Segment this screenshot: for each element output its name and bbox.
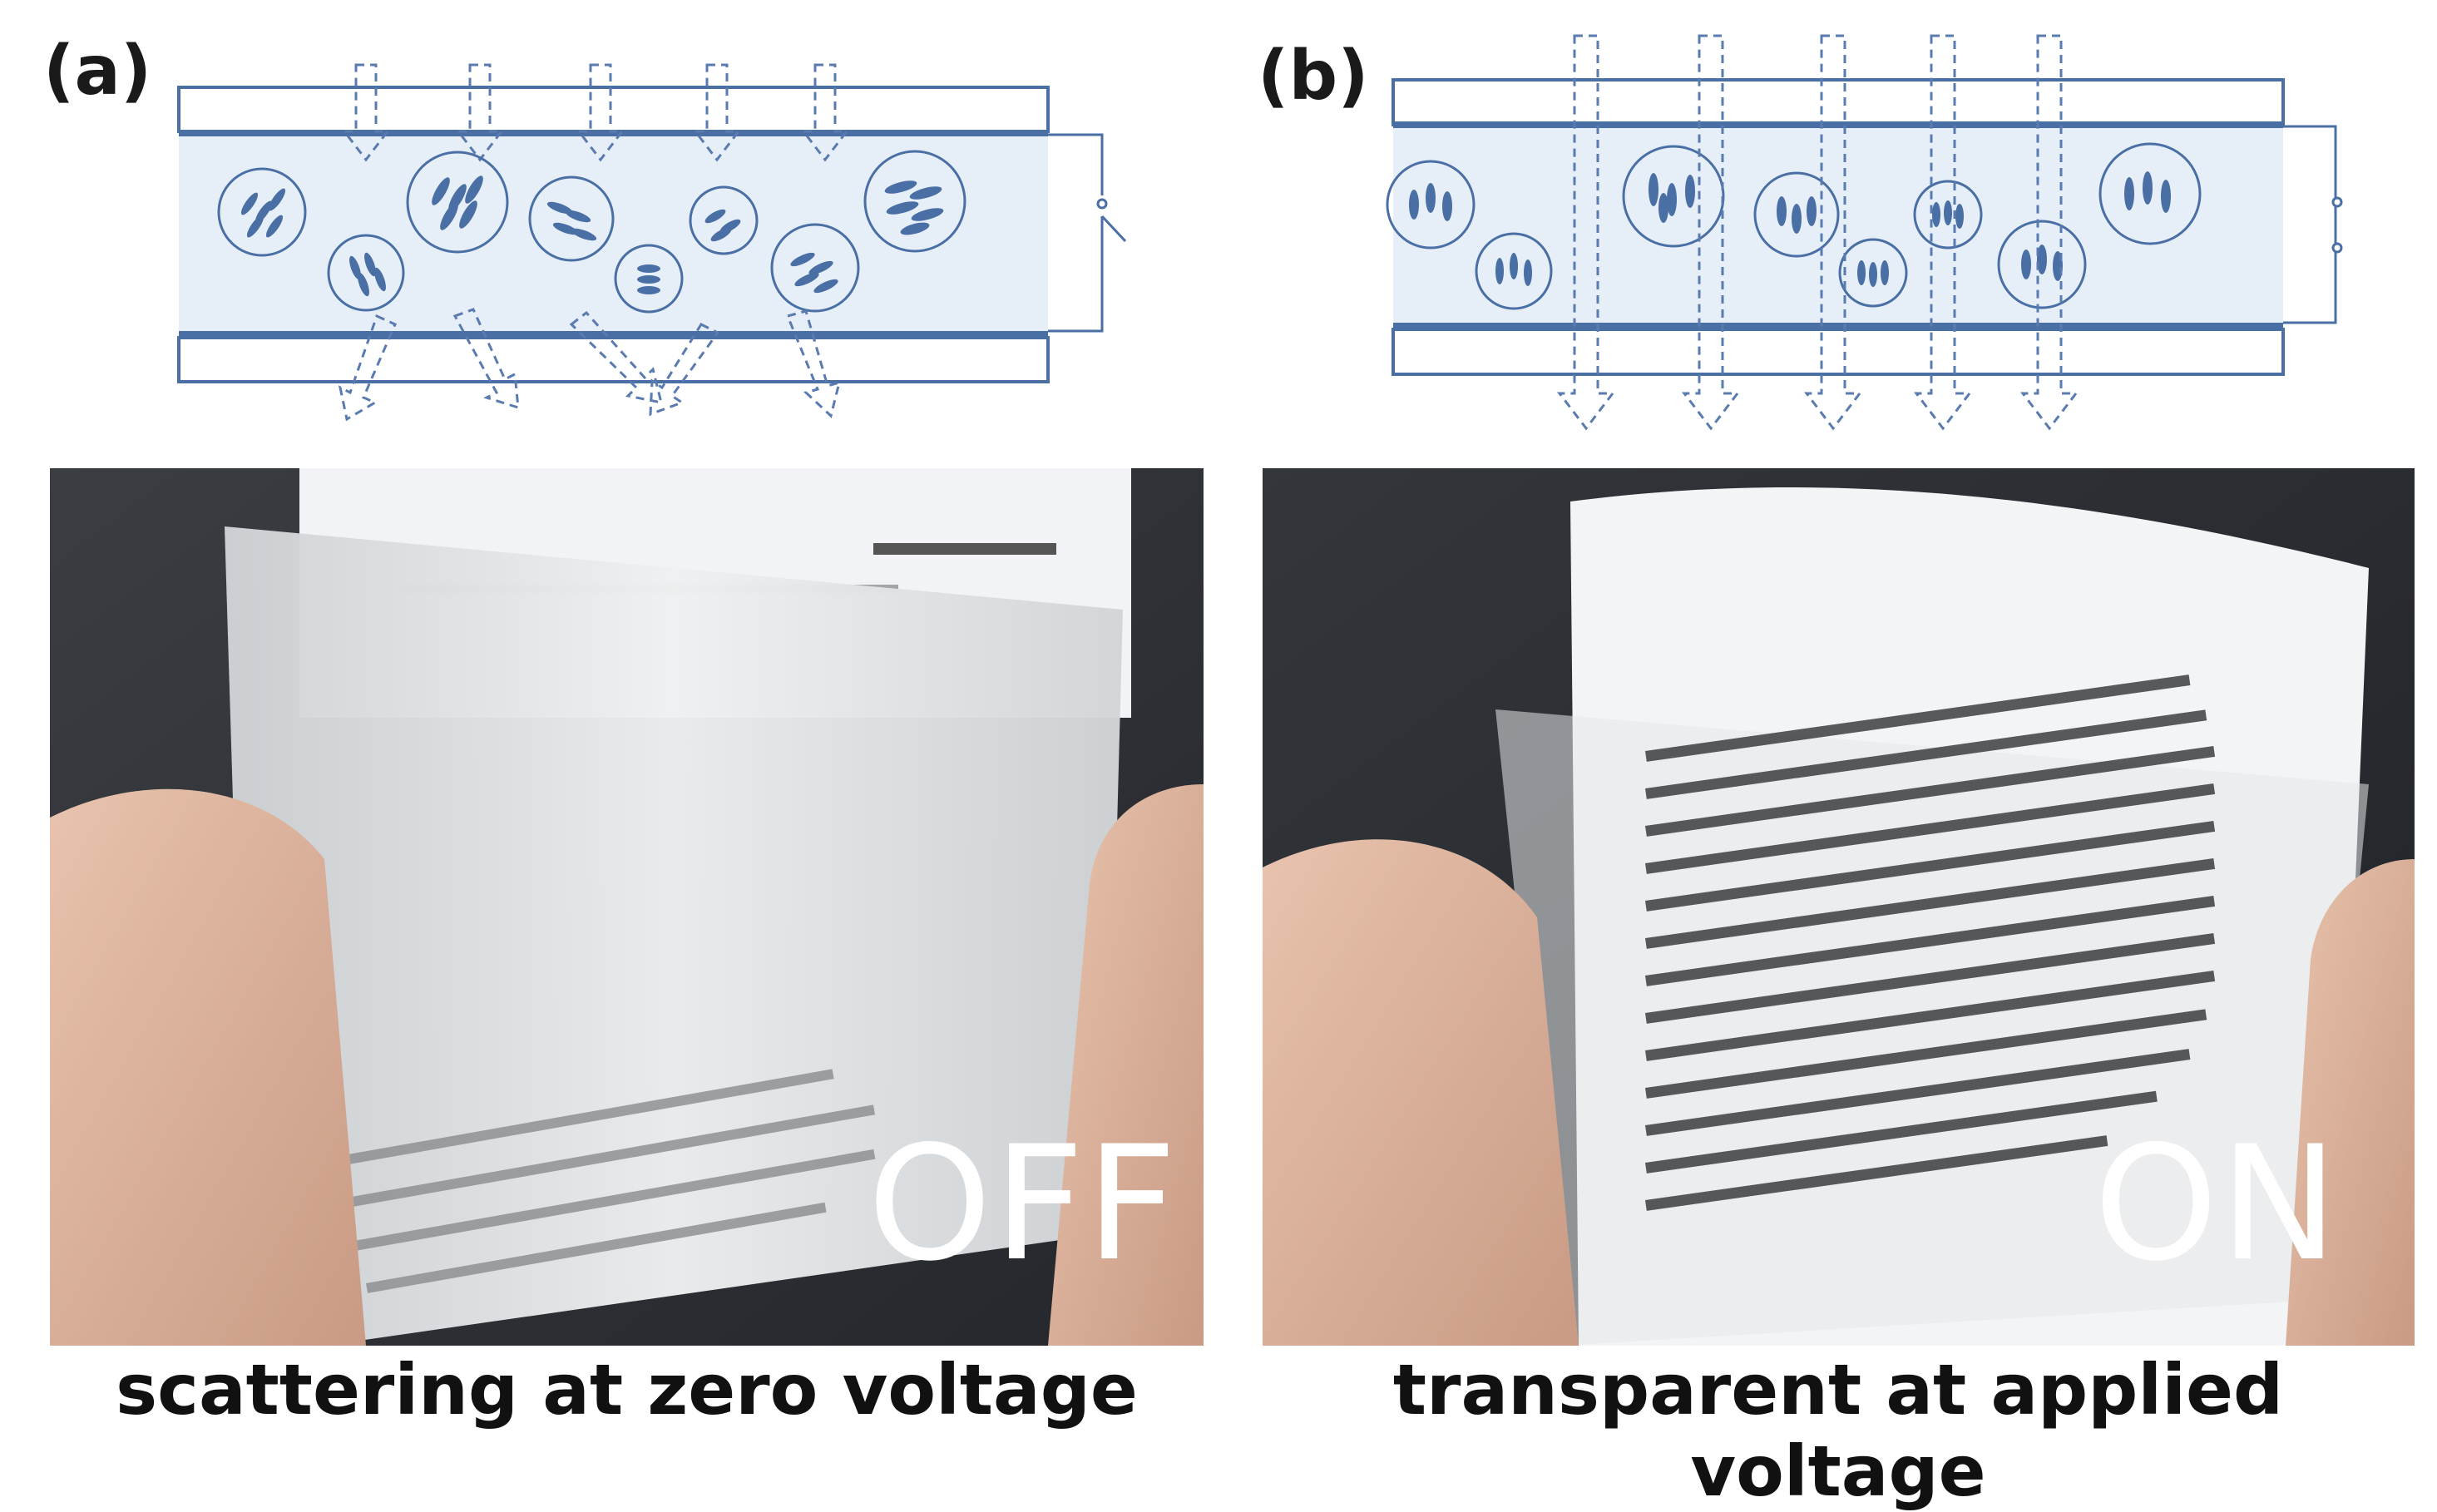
circuit-wire-bottom xyxy=(1048,216,1104,333)
incident-light-arrows xyxy=(341,63,850,162)
switch-contact xyxy=(1096,198,1108,210)
lc-droplet xyxy=(689,185,759,255)
circuit-wire-bottom xyxy=(2283,250,2337,324)
transmitted-arrow xyxy=(1681,34,1741,431)
incident-arrow xyxy=(800,63,850,162)
circuit-wire-top xyxy=(1048,133,1104,195)
scattered-arrow xyxy=(785,309,842,418)
transmitted-arrow xyxy=(1556,34,1616,431)
bottom-electrode xyxy=(179,331,1048,338)
scattered-arrow xyxy=(338,314,397,422)
lc-layer xyxy=(1393,125,2283,349)
right-hand xyxy=(1048,784,1204,1346)
right-hand xyxy=(2286,859,2415,1346)
transmitted-arrow xyxy=(1913,34,1973,431)
lc-droplet xyxy=(217,167,307,257)
transmitted-arrow xyxy=(1803,34,1863,431)
top-electrode xyxy=(1393,121,2283,128)
top-substrate xyxy=(1392,78,2285,126)
top-substrate xyxy=(177,86,1050,133)
state-on-label: ON xyxy=(2093,1112,2340,1296)
photo-film-on-illustration xyxy=(1263,468,2415,1346)
lc-droplets xyxy=(1386,142,2202,310)
incident-arrow xyxy=(576,63,625,162)
panel-a-label: (a) xyxy=(43,32,152,111)
bottom-substrate xyxy=(177,336,1050,383)
scattered-light-arrows xyxy=(338,308,842,422)
panel-b-label: (b) xyxy=(1258,37,1369,116)
scattered-arrow xyxy=(452,308,520,410)
text-behind-film xyxy=(324,1069,876,1293)
readable-text-lines xyxy=(1644,674,2216,1211)
lc-droplet xyxy=(770,223,860,313)
caption-off-state: scattering at zero voltage xyxy=(116,1349,1138,1430)
top-electrode xyxy=(179,130,1048,136)
scattered-arrow xyxy=(649,323,720,417)
scattered-arrow xyxy=(569,310,664,404)
bottom-substrate xyxy=(1392,328,2285,376)
circuit-wire-top xyxy=(2283,125,2337,200)
open-switch xyxy=(1100,215,1127,243)
lc-droplet xyxy=(528,175,615,262)
left-hand xyxy=(1263,839,1579,1346)
lc-droplet xyxy=(614,244,684,314)
transmitted-arrow xyxy=(2019,34,2079,431)
switch-contact xyxy=(2331,242,2343,254)
state-off-label: OFF xyxy=(867,1112,1179,1296)
transmitted-light-arrows xyxy=(1556,34,2079,431)
photo-film-off-illustration xyxy=(50,468,1204,1346)
lc-molecules xyxy=(240,175,944,297)
caption-on-state: transparent at applied voltage xyxy=(1392,1349,2284,1512)
lc-droplet xyxy=(327,234,405,312)
incident-arrow xyxy=(341,63,391,162)
incident-arrow xyxy=(692,63,742,162)
incident-arrow xyxy=(455,63,505,162)
bottom-electrode xyxy=(1393,323,2283,329)
lc-droplet xyxy=(406,151,509,254)
pdlc-off-state-diagram xyxy=(177,63,1127,422)
left-hand xyxy=(50,788,366,1346)
lc-droplets xyxy=(217,150,966,314)
lc-droplet xyxy=(863,150,966,253)
photo-film-on: ON xyxy=(1263,468,2415,1346)
photo-film-off: OFF xyxy=(50,468,1204,1346)
lc-molecules xyxy=(1409,171,2171,287)
pdlc-on-state-diagram xyxy=(1386,34,2343,431)
switch-contact xyxy=(2331,196,2343,208)
